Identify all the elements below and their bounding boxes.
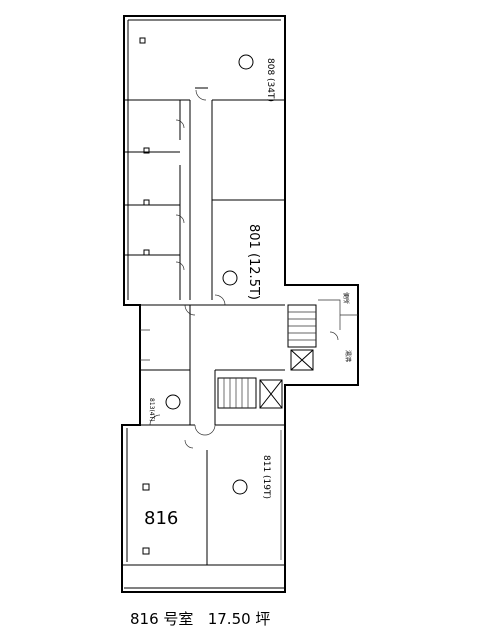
room-label-801: 801 (12.5T) <box>246 224 261 300</box>
room-label-811: 811 (19T) <box>261 455 271 499</box>
circle-symbol-811 <box>232 479 248 495</box>
caption-room: 816 号室 <box>130 610 194 628</box>
caption: 816 号室 17.50 坪 <box>130 608 270 629</box>
caption-area: 17.50 坪 <box>207 610 271 628</box>
circle-symbol-808 <box>238 54 254 70</box>
circle-symbols <box>165 54 254 495</box>
upper-partitions <box>124 37 285 316</box>
building-outline <box>121 15 359 593</box>
room-label-808: 808 (34T) <box>265 58 275 102</box>
circle-symbol-813 <box>165 394 181 410</box>
service-label-b: 湯沸 <box>344 350 352 362</box>
room-label-813: 813(4T) <box>148 398 155 422</box>
service-label-a: 便所 <box>342 292 350 304</box>
lower-partitions <box>122 424 285 565</box>
stairs-elevator <box>217 299 358 409</box>
middle-partitions <box>140 304 285 426</box>
highlight-unit-label: 816 <box>144 508 179 529</box>
circle-symbol-801 <box>222 270 238 286</box>
